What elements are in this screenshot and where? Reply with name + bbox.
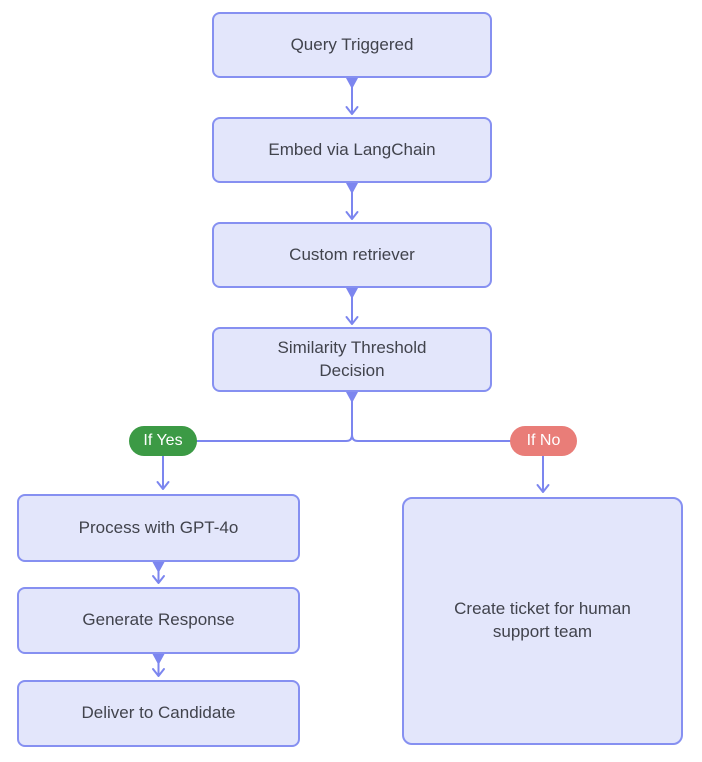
connector-decision-branch — [196, 392, 511, 442]
branch-label-if-yes-text: If Yes — [143, 432, 183, 449]
node-query-triggered: Query Triggered — [212, 12, 492, 78]
node-query-triggered-label: Query Triggered — [290, 34, 414, 54]
connector-process-generate — [152, 562, 165, 584]
connector-query-embed — [345, 78, 359, 115]
branch-label-if-yes: If Yes — [129, 426, 197, 456]
connector-embed-retriever — [345, 183, 359, 220]
node-embed-via-langchain: Embed via LangChain — [212, 117, 492, 183]
node-generate-response-label: Generate Response — [82, 610, 235, 630]
node-process-with-gpt4o-label: Process with GPT-4o — [78, 517, 239, 537]
node-generate-response: Generate Response — [17, 587, 300, 654]
connector-no-ticket — [536, 455, 550, 493]
connector-generate-deliver — [152, 654, 165, 677]
node-deliver-to-candidate-label: Deliver to Candidate — [81, 703, 236, 723]
node-custom-retriever-label: Custom retriever — [289, 244, 415, 264]
connector-retriever-decision — [345, 288, 359, 325]
branch-label-if-no: If No — [510, 426, 577, 456]
node-process-with-gpt4o: Process with GPT-4o — [17, 494, 300, 562]
node-similarity-threshold-decision: Similarity Threshold Decision — [212, 327, 492, 392]
branch-label-if-no-text: If No — [526, 432, 561, 449]
node-similarity-threshold-decision-label: Similarity Threshold Decision — [277, 337, 427, 380]
node-create-ticket-human-support-label: Create ticket for human support team — [454, 599, 631, 641]
node-create-ticket-human-support: Create ticket for human support team — [402, 497, 683, 745]
connector-yes-process — [156, 455, 170, 490]
node-custom-retriever: Custom retriever — [212, 222, 492, 288]
node-embed-via-langchain-label: Embed via LangChain — [268, 139, 436, 159]
node-deliver-to-candidate: Deliver to Candidate — [17, 680, 300, 747]
